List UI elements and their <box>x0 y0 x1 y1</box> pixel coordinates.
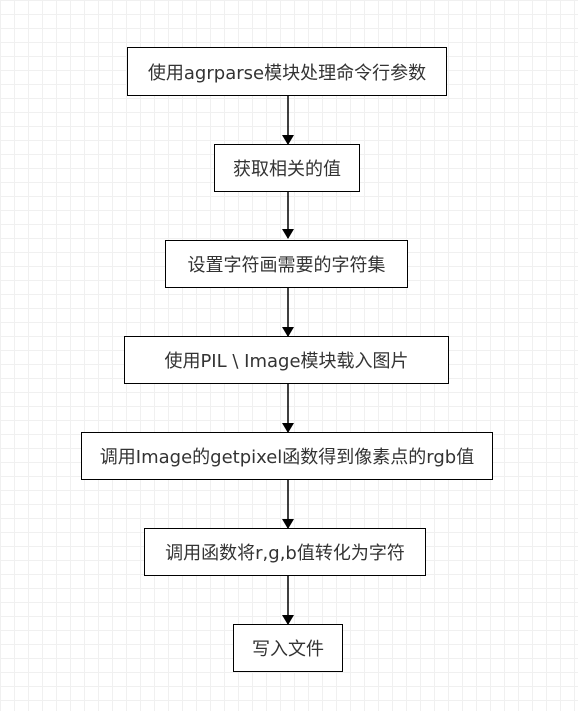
step-write-file: 写入文件 <box>233 624 343 672</box>
step-set-charset: 设置字符画需要的字符集 <box>165 240 408 288</box>
step-parse-args: 使用agrparse模块处理命令行参数 <box>127 47 447 96</box>
step-getpixel: 调用Image的getpixel函数得到像素点的rgb值 <box>81 432 493 480</box>
step-get-values: 获取相关的值 <box>214 144 360 192</box>
step-load-image: 使用PIL \ Image模块载入图片 <box>124 336 449 384</box>
step-rgb-to-char: 调用函数将r,g,b值转化为字符 <box>144 528 426 576</box>
